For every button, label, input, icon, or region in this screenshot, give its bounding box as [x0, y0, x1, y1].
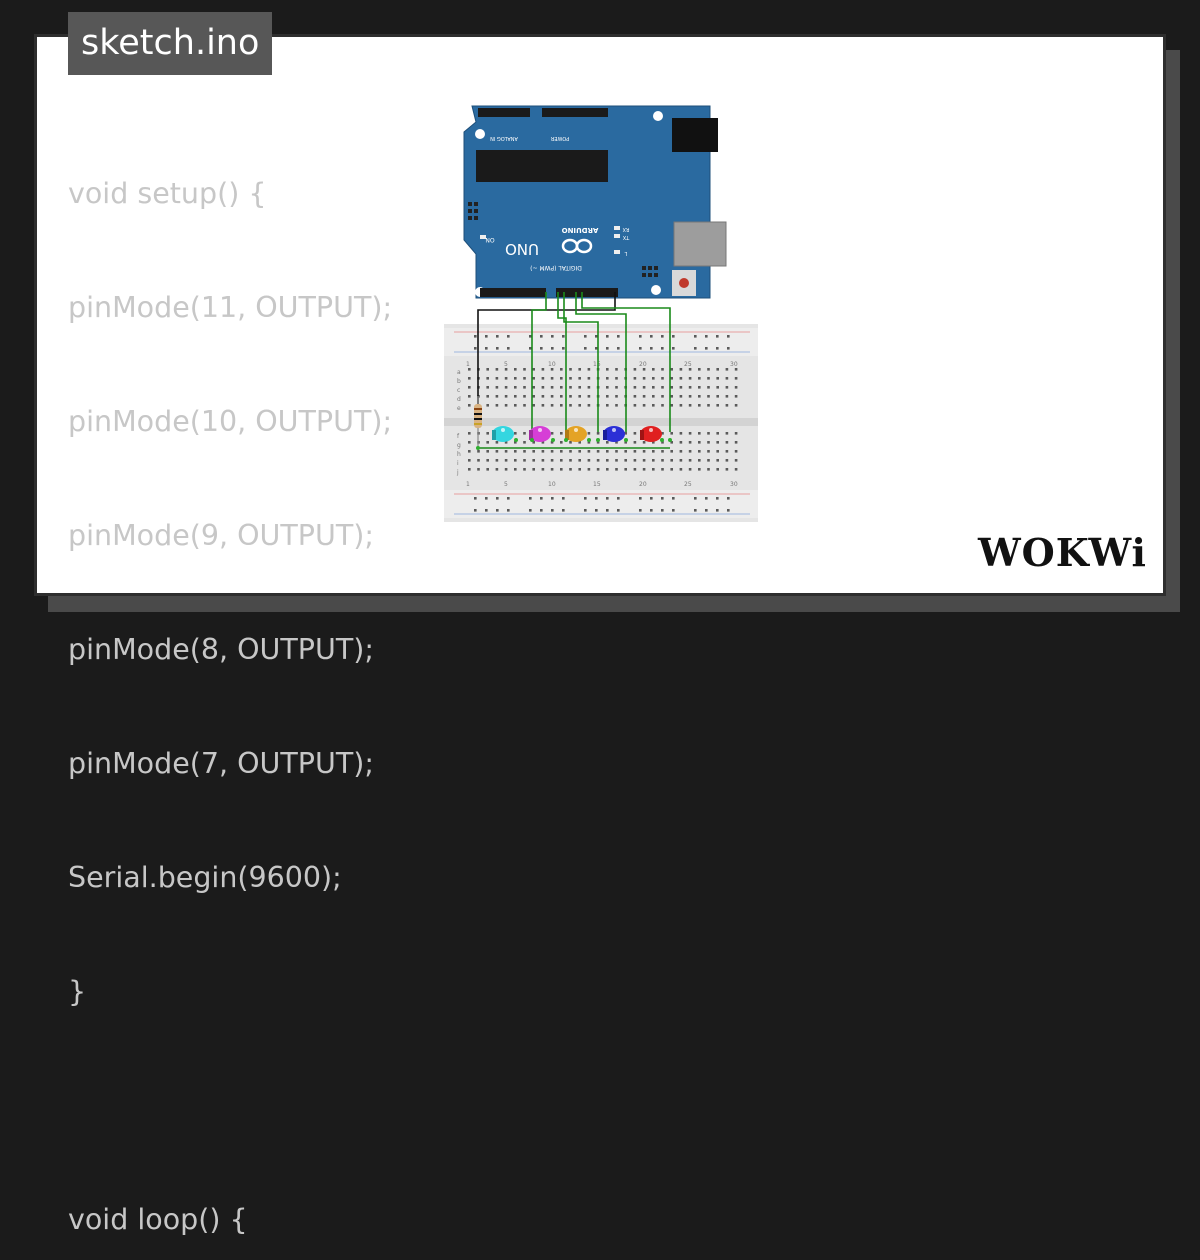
- code-line: void setup() {: [68, 177, 267, 210]
- wire-pin-8: [575, 292, 627, 432]
- breadboard: 1 5 10 15 20 25 30 1 5 10 15 20 25 30 a …: [444, 324, 758, 522]
- column-number: 30: [730, 361, 738, 368]
- analog-header-label: ANALOG IN: [490, 135, 518, 141]
- digital-header-high: [556, 288, 618, 297]
- code-line: [68, 1082, 392, 1130]
- wokwi-logo-text: WOKWi: [977, 530, 1147, 575]
- power-header: [542, 108, 608, 117]
- row-letter: i: [457, 460, 459, 467]
- l-label: L: [624, 250, 627, 256]
- column-number: 1: [466, 481, 470, 488]
- wire-pin-10: [557, 292, 567, 432]
- wire-pin-9: [563, 292, 599, 432]
- column-number: 10: [548, 361, 556, 368]
- led-orange: [565, 426, 587, 442]
- column-number: 20: [639, 361, 647, 368]
- led-cyan: [492, 426, 514, 442]
- code-line: Serial.begin(9600);: [68, 861, 342, 894]
- analog-header: [478, 108, 530, 117]
- usb-port: [673, 221, 727, 267]
- column-number: 10: [548, 481, 556, 488]
- file-tab[interactable]: sketch.ino: [68, 12, 273, 75]
- wires: [477, 292, 671, 449]
- arduino-uno-board: UNO ARDUINO DIGITAL (PWM ~) ANALOG IN PO…: [463, 105, 727, 299]
- resistor: [474, 396, 482, 448]
- row-letter: j: [456, 469, 459, 476]
- power-jack: [672, 118, 718, 152]
- column-number: 15: [593, 481, 601, 488]
- column-number: 25: [684, 481, 692, 488]
- wokwi-logo: WOKWi: [977, 530, 1147, 575]
- row-letter: e: [457, 405, 461, 412]
- code-line: pinMode(11, OUTPUT);: [68, 291, 393, 324]
- digital-header-label: DIGITAL (PWM ~): [530, 264, 582, 271]
- led-blue: [603, 426, 625, 442]
- row-letter: g: [457, 442, 461, 449]
- led-red: [640, 426, 662, 442]
- row-letter: h: [457, 451, 461, 458]
- column-number: 15: [593, 361, 601, 368]
- row-letter: a: [457, 369, 461, 376]
- code-line: pinMode(9, OUTPUT);: [68, 519, 374, 552]
- column-number: 25: [684, 361, 692, 368]
- wire-pin-7: [581, 292, 671, 432]
- code-line: pinMode(10, OUTPUT);: [68, 405, 393, 438]
- wire-pin-11: [531, 292, 547, 432]
- power-header-label: POWER: [550, 135, 569, 141]
- row-letter: d: [457, 396, 461, 403]
- column-number: 1: [466, 361, 470, 368]
- rx-label: RX: [622, 226, 629, 232]
- column-number: 30: [730, 481, 738, 488]
- led-magenta: [529, 426, 551, 442]
- arduino-logo-icon: [561, 238, 593, 254]
- column-number: 5: [504, 361, 508, 368]
- column-number: 20: [639, 481, 647, 488]
- code-snippet: void setup() { pinMode(11, OUTPUT); pinM…: [68, 104, 392, 1260]
- on-label: ON: [485, 236, 494, 243]
- board-brand: ARDUINO: [562, 226, 599, 234]
- row-letter: c: [457, 387, 460, 394]
- digital-header-low: [480, 288, 546, 297]
- row-letter: b: [457, 378, 461, 385]
- board-name: UNO: [505, 240, 539, 258]
- code-line: pinMode(7, OUTPUT);: [68, 747, 374, 780]
- code-line: void loop() {: [68, 1203, 248, 1236]
- row-letter: f: [457, 433, 460, 440]
- microcontroller-chip: [476, 150, 608, 182]
- circuit-diagram: UNO ARDUINO DIGITAL (PWM ~) ANALOG IN PO…: [444, 105, 758, 522]
- column-number: 5: [504, 481, 508, 488]
- code-line: }: [68, 975, 87, 1008]
- code-line: pinMode(8, OUTPUT);: [68, 633, 374, 666]
- tx-label: TX: [622, 234, 630, 240]
